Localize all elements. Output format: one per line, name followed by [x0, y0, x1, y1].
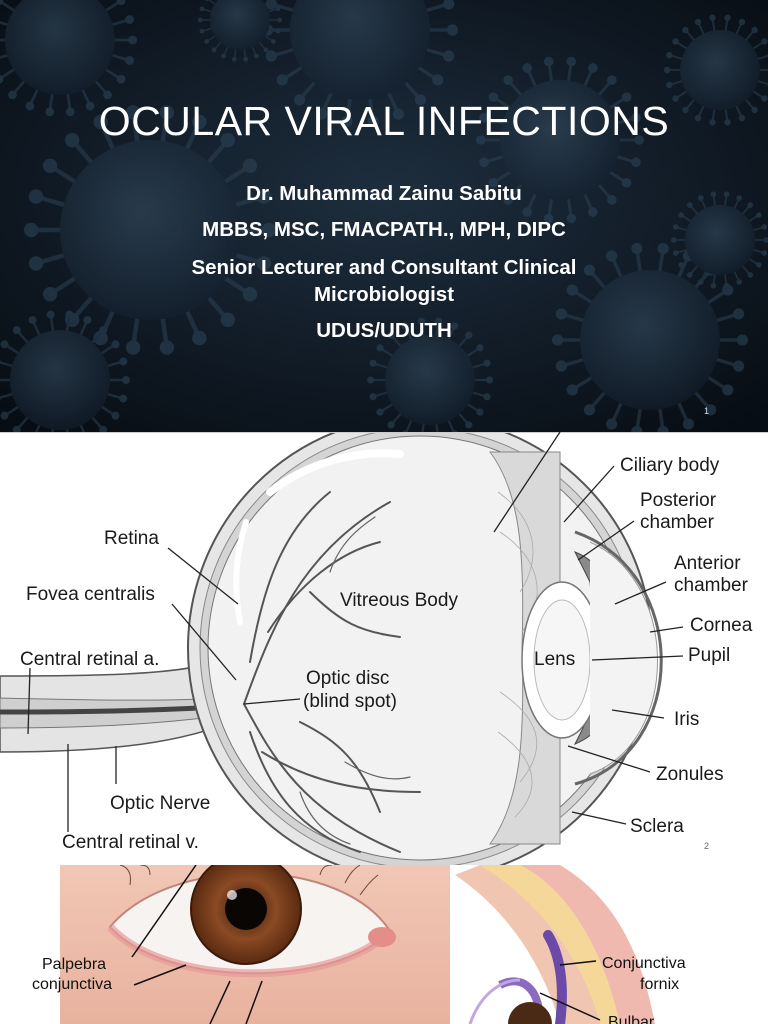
- virus-background: [0, 0, 768, 432]
- caruncle: [368, 927, 396, 947]
- author-credentials: MBBS, MSC, FMACPATH., MPH, DIPC: [202, 218, 566, 241]
- label-palpebra-line1: Palpebra: [42, 956, 106, 973]
- label-ciliary-body: Ciliary body: [620, 455, 720, 476]
- conjunctiva-slide: Palpebra conjunctiva Conjunctiva fornix …: [0, 865, 768, 1024]
- label-zonules: Zonules: [656, 764, 724, 785]
- label-anterior-chamber-line2: chamber: [674, 575, 749, 596]
- label-palpebra-line2: conjunctiva: [32, 976, 112, 993]
- virus-particle: [262, 0, 458, 128]
- label-optic-disc: Optic disc: [306, 668, 389, 689]
- author-position-line2: Microbiologist: [313, 283, 455, 306]
- label-iris: Iris: [674, 709, 699, 730]
- page-number: 2: [704, 841, 710, 851]
- retina-highlight: [266, 449, 404, 496]
- virus-particle: [0, 0, 138, 117]
- author-institution: UDUS/UDUTH: [316, 319, 452, 342]
- eye-cross-section-diagram: [0, 432, 768, 865]
- label-central-retinal-a: Central retinal a.: [20, 649, 159, 670]
- label-posterior-chamber-line2: chamber: [640, 512, 715, 533]
- title-slide: OCULAR VIRAL INFECTIONS Dr. Muhammad Zai…: [0, 0, 768, 432]
- label-posterior-chamber-line1: Posterior: [640, 490, 717, 511]
- label-cornea: Cornea: [690, 615, 753, 636]
- virus-particle: [367, 317, 493, 432]
- eye-anatomy-slide: Ciliary body Posterior chamber Anterior …: [0, 432, 768, 865]
- slide-title: OCULAR VIRAL INFECTIONS: [98, 98, 670, 144]
- author-name: Dr. Muhammad Zainu Sabitu: [246, 182, 522, 205]
- label-blind-spot: (blind spot): [303, 691, 397, 712]
- label-fovea-centralis: Fovea centralis: [26, 584, 155, 605]
- label-optic-nerve: Optic Nerve: [110, 793, 210, 814]
- virus-particle: [198, 0, 282, 62]
- author-position-line1: Senior Lecturer and Consultant Clinical: [191, 256, 577, 279]
- lid-section-outer: [455, 865, 610, 1024]
- conjunctiva-labels-layer: Palpebra conjunctiva Conjunctiva fornix …: [32, 955, 686, 1024]
- label-vitreous-body: Vitreous Body: [340, 590, 458, 611]
- label-leader-lines: [131, 865, 601, 1024]
- label-sclera: Sclera: [630, 816, 684, 837]
- label-bulbar: Bulbar: [608, 1014, 655, 1024]
- eye-labels-layer: Ciliary body Posterior chamber Anterior …: [20, 455, 753, 853]
- tarsal-plate: [480, 865, 630, 1024]
- page-number: 1: [704, 406, 710, 416]
- virus-particle: [671, 191, 768, 289]
- label-central-retinal-v: Central retinal v.: [62, 832, 199, 853]
- label-anterior-chamber-line1: Anterior: [674, 553, 741, 574]
- label-retina: Retina: [104, 528, 159, 549]
- virus-particle: [664, 14, 768, 126]
- label-lens: Lens: [534, 649, 575, 670]
- virus-particle: [0, 310, 130, 432]
- label-conjunctiva-fornix-line1: Conjunctiva: [602, 955, 686, 972]
- label-leader-lines: [27, 432, 684, 832]
- virus-particle: [476, 56, 644, 224]
- conjunctiva-diagram: [60, 865, 768, 1024]
- retinal-vessels: [243, 491, 421, 853]
- conjunctiva-fornix-shape: [543, 930, 567, 1024]
- label-pupil: Pupil: [688, 645, 730, 666]
- virus-particle: [24, 105, 276, 355]
- label-conjunctiva-fornix-line2: fornix: [640, 976, 679, 993]
- cornea: [574, 530, 663, 786]
